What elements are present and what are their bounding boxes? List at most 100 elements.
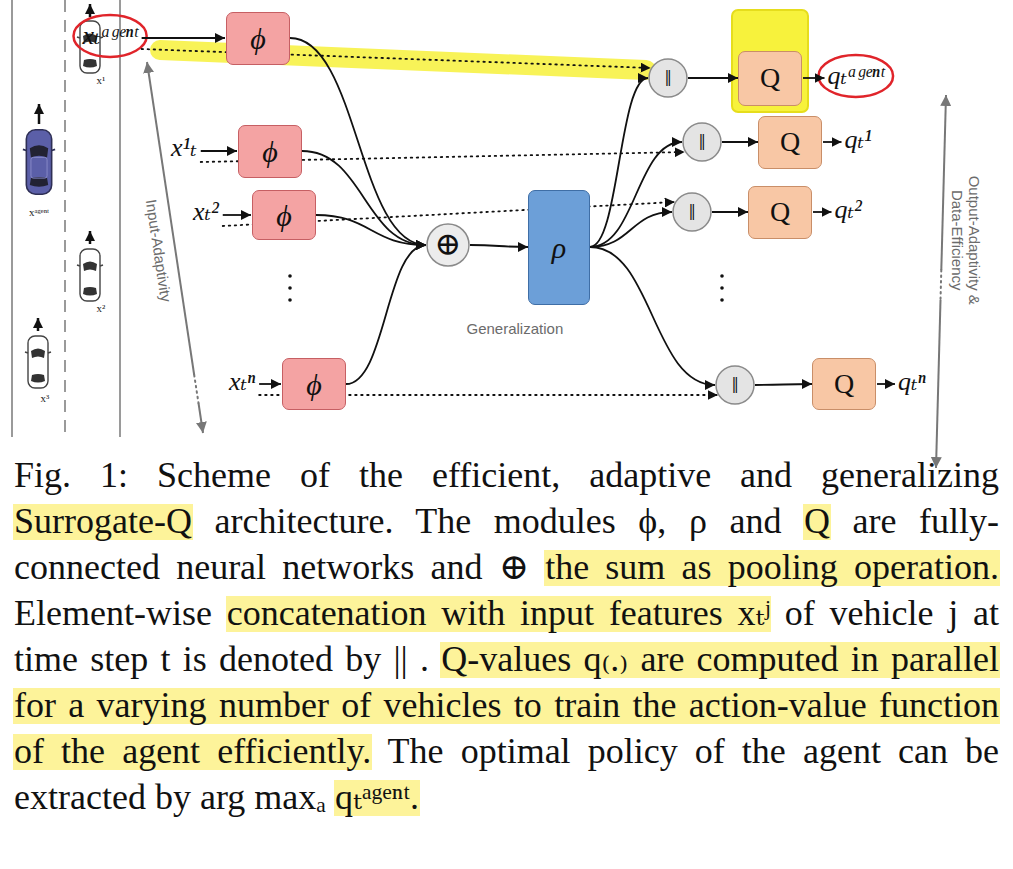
- output-wire: [813, 211, 832, 213]
- flow-connector: [590, 247, 715, 385]
- heading-arrow: [89, 4, 92, 17]
- car-mirror: [23, 149, 55, 150]
- axis-arrow: [936, 300, 941, 468]
- annotation-ring: [819, 55, 894, 97]
- car-body: [26, 130, 51, 194]
- circle-shape: [683, 123, 721, 161]
- car-body: [28, 336, 48, 388]
- flow-connector: [470, 245, 528, 247]
- axis-note: Output-Adaptivity & Data-Efficiency: [949, 171, 984, 309]
- node-symbol: ρ: [552, 231, 566, 264]
- axis-arrow-dots: [194, 375, 198, 403]
- axis-arrow: [199, 403, 204, 433]
- vehicle-car: [77, 249, 103, 301]
- input-wire: [201, 150, 237, 152]
- node-symbol: ‖: [689, 199, 696, 225]
- phi-network-box: ϕ: [238, 125, 302, 178]
- node-symbol: ⊕: [435, 227, 462, 262]
- flow-connector: [590, 212, 672, 247]
- input-wire: [142, 37, 225, 39]
- flow-connector: [712, 211, 748, 213]
- car-window: [31, 374, 45, 383]
- flow-connector: [302, 151, 426, 245]
- q-value-output: qₜⁿ: [898, 367, 926, 397]
- circle-shape: [649, 59, 687, 97]
- ellipsis-dot: [288, 274, 292, 278]
- heading-arrow: [89, 231, 92, 244]
- vehicle-label: x³: [41, 392, 50, 405]
- node-symbol: ϕ: [262, 135, 278, 168]
- output-wire: [823, 141, 842, 143]
- vehicle-label: xᵃᵍᵉⁿᵗ: [29, 206, 49, 219]
- car-mirror: [25, 352, 51, 353]
- flow-connector: [316, 215, 426, 245]
- input-feature: xₜᵃᵍᵉⁿᵗ: [83, 21, 138, 51]
- car-mirror: [77, 265, 103, 266]
- input-feature: xₜ²: [193, 197, 219, 227]
- q-network-box: Q: [758, 116, 822, 169]
- input-feature: xₜⁿ: [229, 367, 255, 397]
- car-body: [80, 249, 100, 301]
- car-roof: [31, 157, 47, 178]
- agent-car: [23, 130, 55, 194]
- ellipsis-dot: [288, 298, 292, 302]
- car-window: [83, 262, 97, 272]
- ellipsis-dot: [288, 286, 292, 290]
- q-value-output: qₜ¹: [845, 125, 872, 155]
- flow-connector: [590, 78, 648, 247]
- heading-arrow: [37, 318, 40, 331]
- flow-connector: [688, 77, 738, 79]
- node-symbol: ϕ: [276, 199, 292, 232]
- node-symbol: Q: [780, 127, 800, 158]
- node-symbol: Q: [834, 369, 854, 400]
- vehicle-car: [25, 336, 51, 388]
- circle-shape: [427, 224, 469, 266]
- road-edge: [11, 0, 13, 437]
- input-wire: [259, 383, 281, 385]
- phi-network-box: ϕ: [252, 190, 316, 240]
- concat-circle: ‖: [648, 58, 688, 98]
- highlight-patch: [732, 10, 808, 112]
- car-window: [83, 59, 97, 68]
- heading-arrow: [38, 104, 41, 124]
- ellipsis-dot: [720, 274, 724, 278]
- module-note: Generalization: [467, 320, 564, 337]
- ellipsis-dot: [720, 286, 724, 290]
- q-value-output: qₜ²: [835, 195, 862, 225]
- vehicle-label: x¹: [97, 74, 106, 87]
- car-window: [30, 145, 48, 157]
- rho-network-box: ρ: [528, 190, 590, 305]
- node-symbol: ϕ: [250, 22, 266, 55]
- axis-arrow: [941, 95, 946, 270]
- vehicle-label: x²: [97, 302, 106, 315]
- car-window: [31, 349, 45, 359]
- q-network-box: Q: [738, 51, 802, 106]
- annotation-ring: [74, 15, 147, 57]
- node-symbol: ϕ: [306, 368, 322, 401]
- axis-note: Input-Adaptivity: [143, 198, 175, 303]
- flow-connector: [346, 245, 426, 384]
- node-symbol: Q: [760, 63, 780, 94]
- output-wire: [803, 77, 825, 79]
- node-symbol: Q: [770, 197, 790, 228]
- flow-connector: [590, 142, 682, 247]
- ellipsis-dot: [720, 298, 724, 302]
- circle-shape: [673, 193, 711, 231]
- concat-circle: ‖: [672, 192, 712, 232]
- car-window: [83, 287, 97, 296]
- circle-shape: [716, 366, 754, 404]
- figure-caption: Fig. 1: Scheme of the efficient, adaptiv…: [14, 452, 999, 820]
- node-symbol: ‖: [732, 372, 739, 398]
- output-wire: [877, 383, 895, 385]
- input-feature: x¹ₜ: [171, 133, 197, 163]
- flow-connector: [755, 384, 812, 385]
- concat-circle: ‖: [682, 122, 722, 162]
- road-edge: [119, 0, 121, 437]
- phi-network-box: ϕ: [226, 12, 290, 65]
- concat-circle: ‖: [715, 365, 755, 405]
- sum-pooling-circle: ⊕: [426, 223, 470, 267]
- node-symbol: ‖: [665, 65, 672, 91]
- node-symbol: ‖: [699, 129, 706, 155]
- q-value-output: qₜᵃᵍᵉⁿᵗ: [828, 61, 885, 91]
